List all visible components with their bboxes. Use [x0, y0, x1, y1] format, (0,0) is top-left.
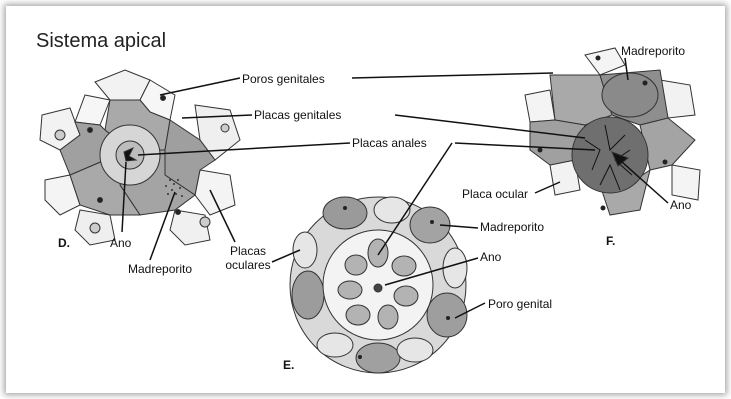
label-placa-ocular: Placa ocular — [462, 187, 528, 201]
figure-d-apical-system — [40, 70, 350, 260]
ocular-plate — [525, 90, 555, 122]
label-madreporito-e: Madreporito — [480, 220, 544, 234]
ocular-plate — [195, 170, 235, 215]
label-placas-oculares: Placas oculares — [218, 244, 278, 272]
diagram-title: Sistema apical — [36, 30, 166, 53]
genital-pore — [88, 128, 93, 133]
figure-label-e: E. — [283, 358, 294, 372]
granule-plate — [317, 333, 353, 357]
anus-opening — [374, 284, 382, 292]
granule-plate — [374, 197, 410, 223]
ocular-plate — [672, 165, 700, 200]
label-madreporito-d: Madreporito — [128, 262, 192, 276]
figure-label-d: D. — [58, 236, 70, 250]
ocular-plate — [75, 95, 110, 125]
label-placas-anales: Placas anales — [352, 136, 427, 150]
granule-plate — [397, 338, 433, 362]
ocular-tubercle — [221, 124, 229, 132]
figure-label-f: F. — [606, 234, 615, 248]
genital-pore — [98, 198, 103, 203]
ocular-tubercle — [200, 217, 210, 227]
genital-plate — [640, 118, 695, 170]
ocular-tubercle — [55, 130, 65, 140]
label-madreporito-f: Madreporito — [621, 44, 685, 58]
periproct — [572, 117, 648, 193]
madreporite — [602, 73, 658, 117]
ocular-plate — [356, 343, 400, 373]
leader-line — [160, 78, 240, 95]
genital-pore — [161, 96, 166, 101]
figure-e-apical-system — [272, 143, 485, 373]
ocular-plate — [323, 197, 367, 229]
label-placas-genitales: Placas genitales — [254, 108, 341, 122]
label-ano-d: Ano — [110, 236, 131, 250]
ocular-tubercle — [90, 223, 100, 233]
ocular-plate — [292, 271, 324, 319]
granule-plate — [443, 248, 467, 288]
ocular-plate — [170, 210, 210, 245]
label-poro-genital: Poro genital — [488, 297, 552, 311]
ocular-plate — [585, 48, 625, 75]
leader-line — [352, 73, 553, 78]
label-ano-f: Ano — [670, 198, 691, 212]
label-ano-e: Ano — [480, 250, 501, 264]
genital-pore — [176, 210, 181, 215]
granule-plate — [293, 232, 317, 268]
label-poros-genitales: Poros genitales — [242, 72, 325, 86]
